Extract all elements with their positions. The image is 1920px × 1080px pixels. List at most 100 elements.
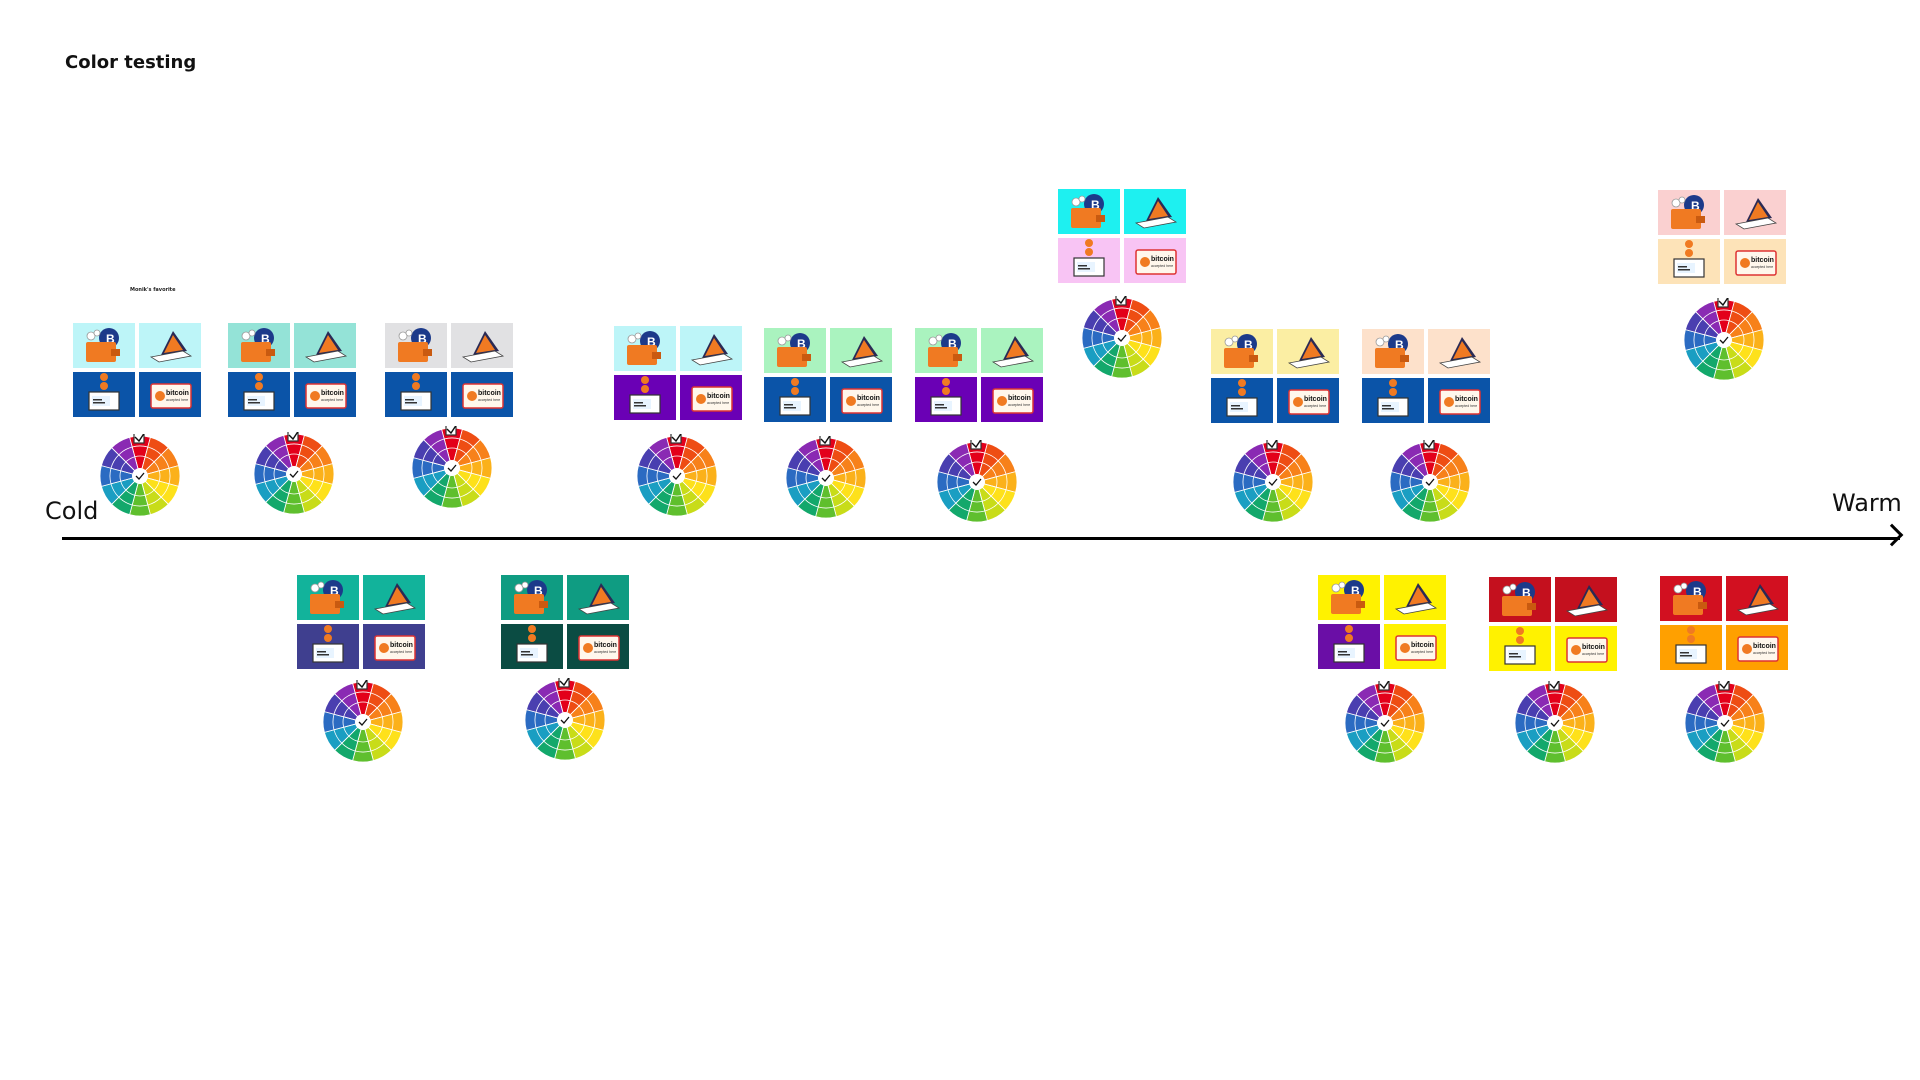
color-wheel-icon [1682,295,1766,382]
laptop-icon [981,328,1043,373]
axis-end-label: Warm [1832,489,1902,517]
laptop-icon [567,575,629,620]
laptop-icon [1124,189,1186,234]
svg-text:B: B [1091,198,1100,212]
svg-text:accepted here: accepted here [1304,404,1326,408]
svg-text:B: B [261,332,270,346]
svg-text:accepted here: accepted here [707,401,729,405]
bitcoin-sign-icon: bitcoin accepted here [1724,239,1786,284]
color-wheel-icon [523,675,607,762]
laptop-icon [1726,576,1788,621]
svg-text:accepted here: accepted here [321,398,343,402]
bitcoin-wallet-icon: B [915,328,977,373]
svg-text:accepted here: accepted here [166,398,188,402]
bitcoin-wallet-icon: B [1318,575,1380,620]
bitcoin-wallet-icon: B [501,575,563,620]
bitcoin-sign-icon: bitcoin accepted here [981,377,1043,422]
bitcoin-atm-icon [1660,625,1722,670]
bitcoin-atm-icon [1058,238,1120,283]
color-wheel-icon [1388,437,1472,524]
svg-text:bitcoin: bitcoin [594,642,617,649]
cold-warm-axis [62,537,1900,540]
bitcoin-atm-icon [764,377,826,422]
axis-arrow-icon [1880,523,1904,547]
bitcoin-sign-icon: bitcoin accepted here [1277,378,1339,423]
svg-text:accepted here: accepted here [1751,265,1773,269]
svg-text:B: B [418,332,427,346]
svg-text:accepted here: accepted here [1411,650,1433,654]
svg-text:accepted here: accepted here [478,398,500,402]
svg-text:B: B [647,335,656,349]
bitcoin-wallet-icon: B [228,323,290,368]
bitcoin-wallet-icon: B [1658,190,1720,235]
svg-text:bitcoin: bitcoin [857,395,880,402]
bitcoin-wallet-icon: B [385,323,447,368]
bitcoin-atm-icon [1658,239,1720,284]
color-wheel-icon [1343,678,1427,765]
bitcoin-atm-icon [614,375,676,420]
svg-text:accepted here: accepted here [390,650,412,654]
svg-text:B: B [1395,338,1404,352]
bitcoin-atm-icon [1362,378,1424,423]
laptop-icon [830,328,892,373]
svg-text:bitcoin: bitcoin [390,642,413,649]
bitcoin-wallet-icon: B [1211,329,1273,374]
color-wheel-icon [1080,293,1164,380]
color-wheel-icon [410,423,494,510]
bitcoin-atm-icon [501,624,563,669]
laptop-icon [363,575,425,620]
svg-text:accepted here: accepted here [594,650,616,654]
bitcoin-atm-icon [915,377,977,422]
bitcoin-sign-icon: bitcoin accepted here [1555,626,1617,671]
bitcoin-atm-icon [297,624,359,669]
bitcoin-sign-icon: bitcoin accepted here [567,624,629,669]
bitcoin-atm-icon [1318,624,1380,669]
bitcoin-sign-icon: bitcoin accepted here [139,372,201,417]
bitcoin-wallet-icon: B [1489,577,1551,622]
laptop-icon [1428,329,1490,374]
svg-text:B: B [534,584,543,598]
laptop-icon [451,323,513,368]
laptop-icon [1277,329,1339,374]
bitcoin-wallet-icon: B [1660,576,1722,621]
svg-text:B: B [1351,584,1360,598]
svg-text:bitcoin: bitcoin [1411,642,1434,649]
svg-text:B: B [330,584,339,598]
svg-text:accepted here: accepted here [1008,403,1030,407]
color-wheel-icon [1231,437,1315,524]
bitcoin-wallet-icon: B [297,575,359,620]
bitcoin-wallet-icon: B [764,328,826,373]
board-title: Color testing [65,52,197,73]
laptop-icon [139,323,201,368]
bitcoin-sign-icon: bitcoin accepted here [1726,625,1788,670]
svg-text:bitcoin: bitcoin [321,390,344,397]
svg-text:bitcoin: bitcoin [1582,644,1605,651]
svg-text:bitcoin: bitcoin [1151,256,1174,263]
svg-text:bitcoin: bitcoin [1753,643,1776,650]
svg-text:bitcoin: bitcoin [166,390,189,397]
svg-text:accepted here: accepted here [1455,404,1477,408]
svg-text:accepted here: accepted here [1753,651,1775,655]
color-wheel-icon [98,431,182,518]
bitcoin-wallet-icon: B [1058,189,1120,234]
color-wheel-icon [321,677,405,764]
bitcoin-atm-icon [1211,378,1273,423]
svg-text:accepted here: accepted here [1582,652,1604,656]
laptop-icon [1555,577,1617,622]
svg-text:bitcoin: bitcoin [1455,396,1478,403]
svg-text:accepted here: accepted here [1151,264,1173,268]
color-wheel-icon [635,431,719,518]
bitcoin-sign-icon: bitcoin accepted here [680,375,742,420]
bitcoin-sign-icon: bitcoin accepted here [830,377,892,422]
bitcoin-sign-icon: bitcoin accepted here [363,624,425,669]
laptop-icon [294,323,356,368]
laptop-icon [680,326,742,371]
color-wheel-icon [252,429,336,516]
bitcoin-wallet-icon: B [614,326,676,371]
bitcoin-sign-icon: bitcoin accepted here [1384,624,1446,669]
bitcoin-sign-icon: bitcoin accepted here [451,372,513,417]
laptop-icon [1724,190,1786,235]
svg-text:bitcoin: bitcoin [1751,257,1774,264]
bitcoin-atm-icon [73,372,135,417]
bitcoin-atm-icon [228,372,290,417]
